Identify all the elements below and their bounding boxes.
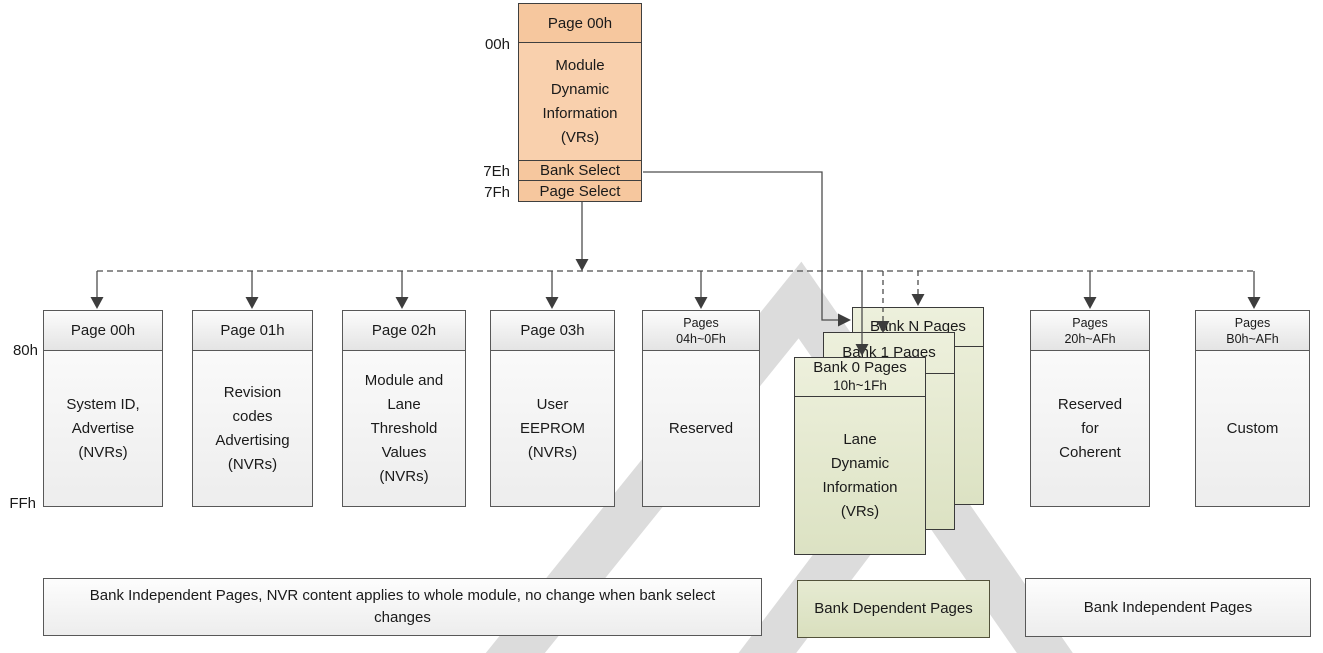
page-box-header: Page 02h xyxy=(343,311,465,351)
addr-label-ffh: FFh xyxy=(9,495,36,512)
page-box-header: Page 01h xyxy=(193,311,312,351)
page-box-body: Custom xyxy=(1226,419,1279,437)
page-box-body: Module and Lane Threshold Values (NVRs) xyxy=(364,371,444,485)
page-box-00h: Page 00h System ID, Advertise (NVRs) xyxy=(43,310,163,507)
page-box-03h: Page 03h User EEPROM (NVRs) xyxy=(490,310,615,507)
page-select-row: Page Select xyxy=(519,180,641,201)
lower-memory-box: Page 00h Module Dynamic Information (VRs… xyxy=(518,3,642,202)
addr-label-00h: 00h xyxy=(484,36,510,53)
page-box-body: Revision codes Advertising (NVRs) xyxy=(215,383,290,473)
lower-memory-header: Page 00h xyxy=(519,4,641,44)
legend-bank-independent-left: Bank Independent Pages, NVR content appl… xyxy=(43,578,762,636)
bank-select-row: Bank Select xyxy=(519,159,641,181)
page-box-02h: Page 02h Module and Lane Threshold Value… xyxy=(342,310,466,507)
page-box-header: Page 03h xyxy=(491,311,614,351)
addr-label-7fh: 7Fh xyxy=(484,184,510,201)
page-box-body: Reserved for Coherent xyxy=(1057,395,1123,461)
legend-bank-dependent: Bank Dependent Pages xyxy=(797,580,990,638)
bank-0-pages-box: Bank 0 Pages 10h~1Fh Lane Dynamic Inform… xyxy=(794,357,926,555)
lower-memory-body: Module Dynamic Information (VRs) xyxy=(542,56,618,146)
addr-label-80h: 80h xyxy=(12,342,38,359)
page-box-01h: Page 01h Revision codes Advertising (NVR… xyxy=(192,310,313,507)
page-box-body: Reserved xyxy=(668,419,734,437)
page-box-body: User EEPROM (NVRs) xyxy=(519,395,585,461)
legend-bank-independent-right: Bank Independent Pages xyxy=(1025,578,1311,637)
bank-box-header: Bank 0 Pages 10h~1Fh xyxy=(795,358,925,397)
bank-box-body: Lane Dynamic Information (VRs) xyxy=(822,430,898,520)
bank-select-line xyxy=(643,171,838,321)
page-box-body: System ID, Advertise (NVRs) xyxy=(66,395,140,461)
addr-label-7eh: 7Eh xyxy=(483,163,510,180)
page-box-header: Page 00h xyxy=(44,311,162,351)
